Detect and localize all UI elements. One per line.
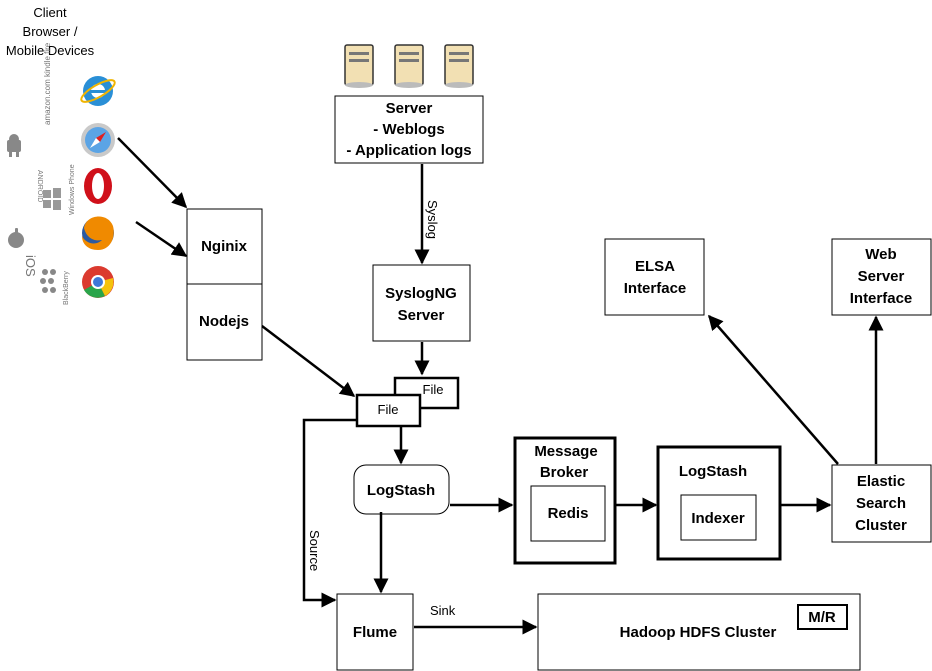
firefox-icon bbox=[82, 216, 114, 250]
server-computer-icon bbox=[394, 44, 424, 88]
web-line-1: Web bbox=[865, 246, 896, 263]
file-node-back: File bbox=[393, 376, 460, 410]
ios-label: iOS bbox=[23, 255, 38, 277]
flume-node: Flume bbox=[336, 593, 414, 671]
server-computer-icon bbox=[444, 44, 474, 88]
blackberry-icon bbox=[40, 269, 56, 293]
elsa-line-2: Interface bbox=[624, 280, 687, 297]
blackberry-label: BlackBerry bbox=[63, 271, 70, 305]
elastic-line-2: Search bbox=[856, 495, 906, 512]
kindle-fire-label: amazon.com kindle fire bbox=[43, 42, 52, 125]
web-server-interface-node: Web Server Interface bbox=[831, 238, 932, 316]
edge-browser-to-nginix bbox=[117, 137, 188, 209]
file-front-label: File bbox=[378, 402, 399, 417]
internet-explorer-icon bbox=[80, 76, 116, 106]
elastic-line-3: Cluster bbox=[855, 517, 907, 534]
syslogng-line-2: Server bbox=[398, 307, 445, 324]
flume-label: Flume bbox=[353, 624, 397, 641]
elastic-search-cluster-node: Elastic Search Cluster bbox=[831, 464, 932, 543]
edge-nodejs-to-file bbox=[261, 325, 356, 397]
server-node: Server - Weblogs - Application logs bbox=[334, 95, 484, 164]
elsa-line-1: ELSA bbox=[635, 258, 675, 275]
syslogng-server-node: SyslogNG Server bbox=[372, 264, 471, 342]
mr-label: M/R bbox=[808, 609, 836, 626]
nginix-node: Nginix bbox=[186, 208, 263, 285]
edge-elastic-to-elsa bbox=[708, 314, 839, 465]
logstash-indexer-node: LogStash Indexer bbox=[656, 445, 782, 561]
hadoop-label: Hadoop HDFS Cluster bbox=[620, 624, 777, 641]
hadoop-hdfs-cluster-node: Hadoop HDFS Cluster M/R bbox=[537, 593, 861, 671]
indexer-label: Indexer bbox=[691, 510, 745, 527]
edge-file-to-flume-source bbox=[302, 418, 356, 608]
server-application-logs: - Application logs bbox=[346, 142, 471, 159]
windows-icon bbox=[43, 188, 61, 210]
file-node-front: File bbox=[355, 393, 422, 428]
client-devices-label: Client Browser / Mobile Devices bbox=[6, 5, 95, 58]
server-weblogs: - Weblogs bbox=[373, 121, 444, 138]
broker-line-2: Broker bbox=[540, 464, 589, 481]
logstash-indexer-title: LogStash bbox=[679, 463, 747, 480]
client-title-line-2: Browser / bbox=[23, 24, 78, 39]
source-edge-label: Source bbox=[307, 530, 322, 571]
android-icon bbox=[7, 134, 21, 157]
edge-mobile-to-nginix bbox=[135, 220, 188, 258]
message-broker-node: Message Broker Redis bbox=[513, 436, 617, 565]
web-line-3: Interface bbox=[850, 290, 913, 307]
file-back-label: File bbox=[423, 382, 444, 397]
nginix-label: Nginix bbox=[201, 238, 247, 255]
chrome-icon bbox=[82, 266, 114, 298]
opera-icon bbox=[84, 168, 112, 204]
broker-line-1: Message bbox=[534, 443, 597, 460]
server-computer-icon bbox=[344, 44, 374, 88]
server-title: Server bbox=[386, 100, 433, 117]
windows-phone-label: Windows Phone bbox=[69, 164, 76, 215]
logstash-shipper-node: LogStash bbox=[353, 464, 450, 515]
web-line-2: Server bbox=[858, 268, 905, 285]
apple-icon bbox=[8, 228, 24, 248]
redis-label: Redis bbox=[548, 505, 589, 522]
nodejs-label: Nodejs bbox=[199, 313, 249, 330]
nodejs-node: Nodejs bbox=[186, 283, 263, 361]
syslogng-line-1: SyslogNG bbox=[385, 285, 457, 302]
client-title-line-1: Client bbox=[33, 5, 67, 20]
elsa-interface-node: ELSA Interface bbox=[604, 238, 705, 316]
android-label: ANDROID bbox=[36, 170, 43, 202]
client-title-line-3: Mobile Devices bbox=[6, 43, 95, 58]
safari-icon bbox=[81, 123, 115, 157]
syslog-edge-label: Syslog bbox=[425, 200, 440, 239]
elastic-line-1: Elastic bbox=[857, 473, 905, 490]
sink-edge-label: Sink bbox=[430, 603, 456, 618]
edges bbox=[117, 137, 884, 635]
logstash-shipper-label: LogStash bbox=[367, 482, 435, 499]
